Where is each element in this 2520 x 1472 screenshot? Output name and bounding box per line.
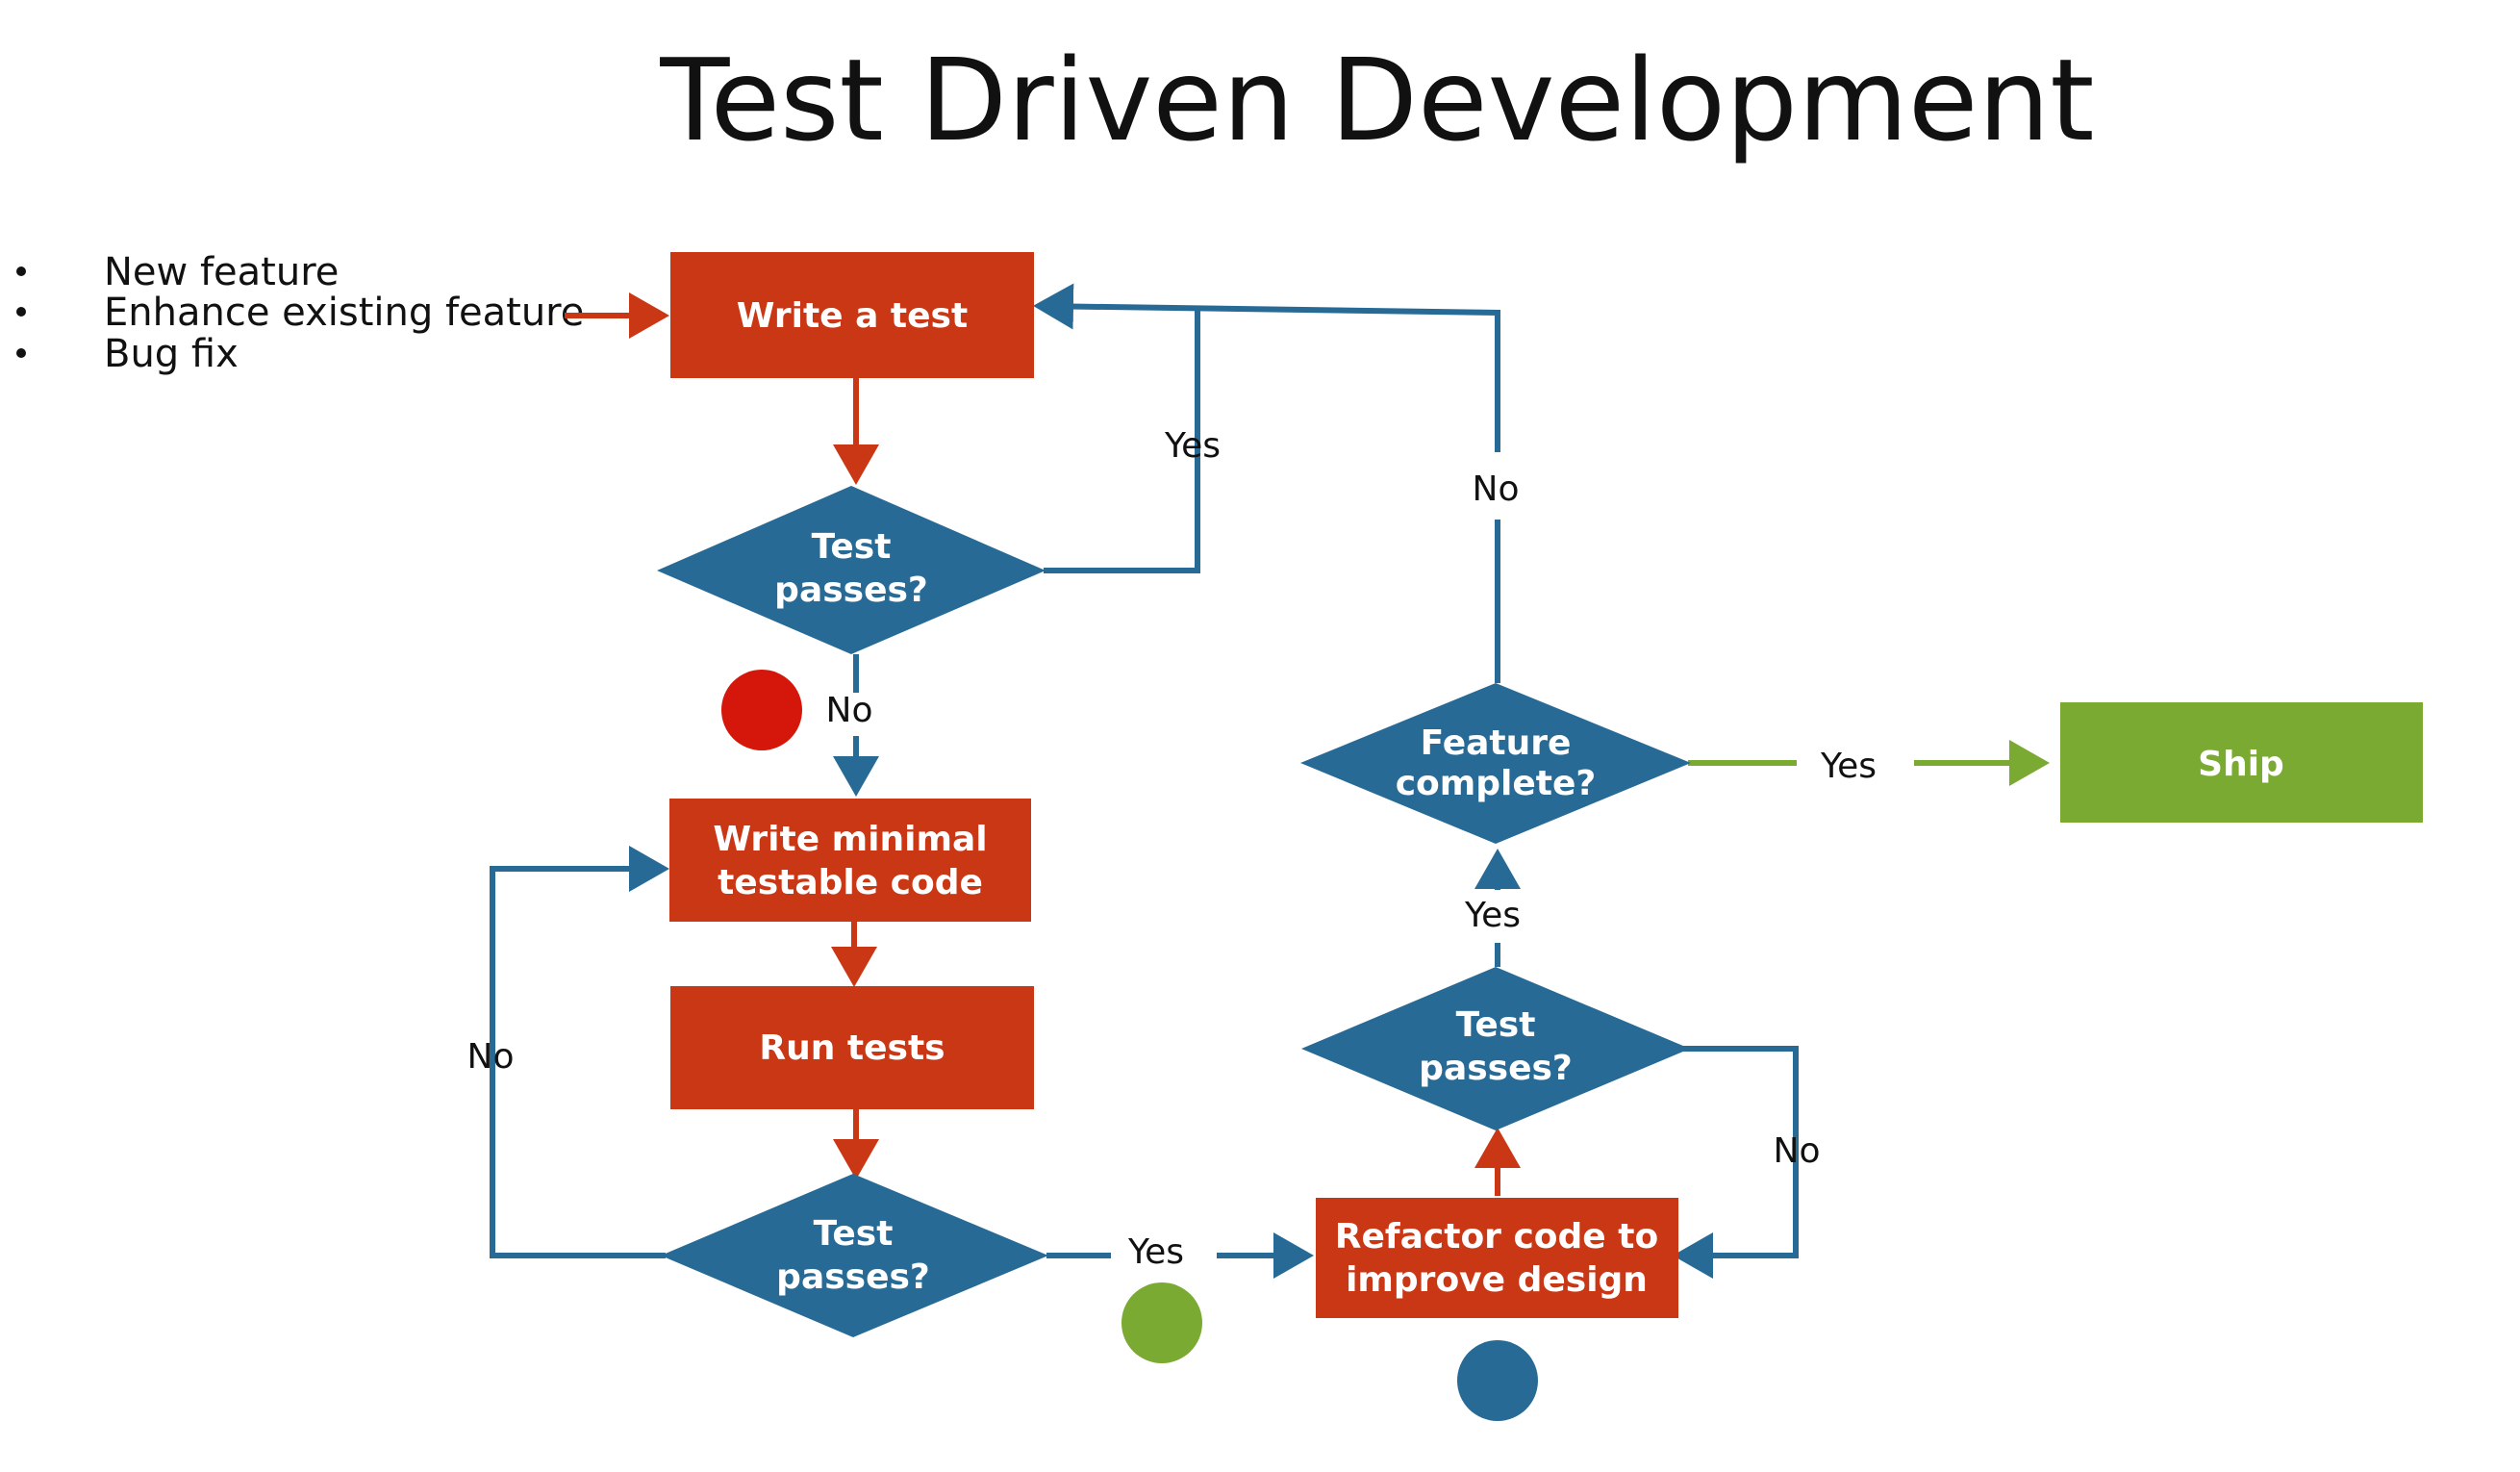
label-decision-3-yes: Yes xyxy=(1464,896,1521,935)
node-run-tests: Run tests xyxy=(670,986,1034,1109)
red-status-marker xyxy=(721,670,802,750)
node-test-passes-3-line-1: Test xyxy=(1456,1005,1536,1045)
input-item: Enhance existing feature xyxy=(104,291,584,335)
arrow-decision-2-no xyxy=(490,846,669,1258)
node-refactor: Refactor code to improve design xyxy=(1316,1198,1678,1318)
node-test-passes-2-line-1: Test xyxy=(814,1214,894,1254)
node-refactor-line-2: improve design xyxy=(1346,1260,1648,1300)
bullet-dot xyxy=(16,266,26,276)
node-write-test: Write a test xyxy=(670,252,1034,378)
node-test-passes-2-line-2: passes? xyxy=(776,1257,930,1297)
bullet-dot xyxy=(16,307,26,317)
label-decision-1-yes: Yes xyxy=(1164,426,1221,466)
node-write-minimal: Write minimal testable code xyxy=(669,799,1031,922)
edge-labels: Yes No No Yes Yes No No Yes xyxy=(467,426,1877,1272)
input-item: New feature xyxy=(104,250,339,294)
node-feature-complete: Feature complete? xyxy=(1300,683,1691,844)
node-test-passes-1-line-1: Test xyxy=(812,527,892,567)
arrow-decision-3-no xyxy=(1673,1046,1799,1279)
label-feature-complete-yes: Yes xyxy=(1820,747,1877,786)
node-test-passes-3: Test passes? xyxy=(1301,967,1690,1130)
page-title: Test Driven Development xyxy=(659,34,2094,166)
input-list: New feature Enhance existing feature Bug… xyxy=(16,250,584,376)
node-write-minimal-line-1: Write minimal xyxy=(713,820,987,859)
label-decision-3-no: No xyxy=(1774,1131,1821,1171)
node-test-passes-1: Test passes? xyxy=(657,486,1046,654)
label-decision-1-no: No xyxy=(826,691,873,730)
node-ship: Ship xyxy=(2060,702,2423,823)
label-decision-2-yes: Yes xyxy=(1127,1232,1184,1272)
connectors xyxy=(490,283,2050,1279)
bullet-dot xyxy=(16,348,26,358)
blue-status-marker xyxy=(1457,1340,1538,1421)
node-feature-complete-line-2: complete? xyxy=(1396,764,1597,803)
node-test-passes-2: Test passes? xyxy=(661,1174,1048,1337)
node-refactor-line-1: Refactor code to xyxy=(1335,1217,1658,1256)
node-write-minimal-line-2: testable code xyxy=(718,863,983,902)
input-item: Bug fix xyxy=(104,332,239,376)
node-write-test-label: Write a test xyxy=(737,296,968,336)
node-feature-complete-line-1: Feature xyxy=(1421,723,1572,763)
node-test-passes-1-line-2: passes? xyxy=(774,571,928,610)
label-feature-complete-no: No xyxy=(1473,470,1520,509)
node-run-tests-label: Run tests xyxy=(759,1028,945,1068)
green-status-marker xyxy=(1121,1282,1202,1363)
label-decision-2-no: No xyxy=(467,1037,515,1077)
node-test-passes-3-line-2: passes? xyxy=(1419,1049,1573,1088)
node-ship-label: Ship xyxy=(2198,745,2284,784)
arrow-feature-complete-no-top xyxy=(1033,283,1500,452)
arrow-decision-1-yes xyxy=(1044,306,1200,573)
